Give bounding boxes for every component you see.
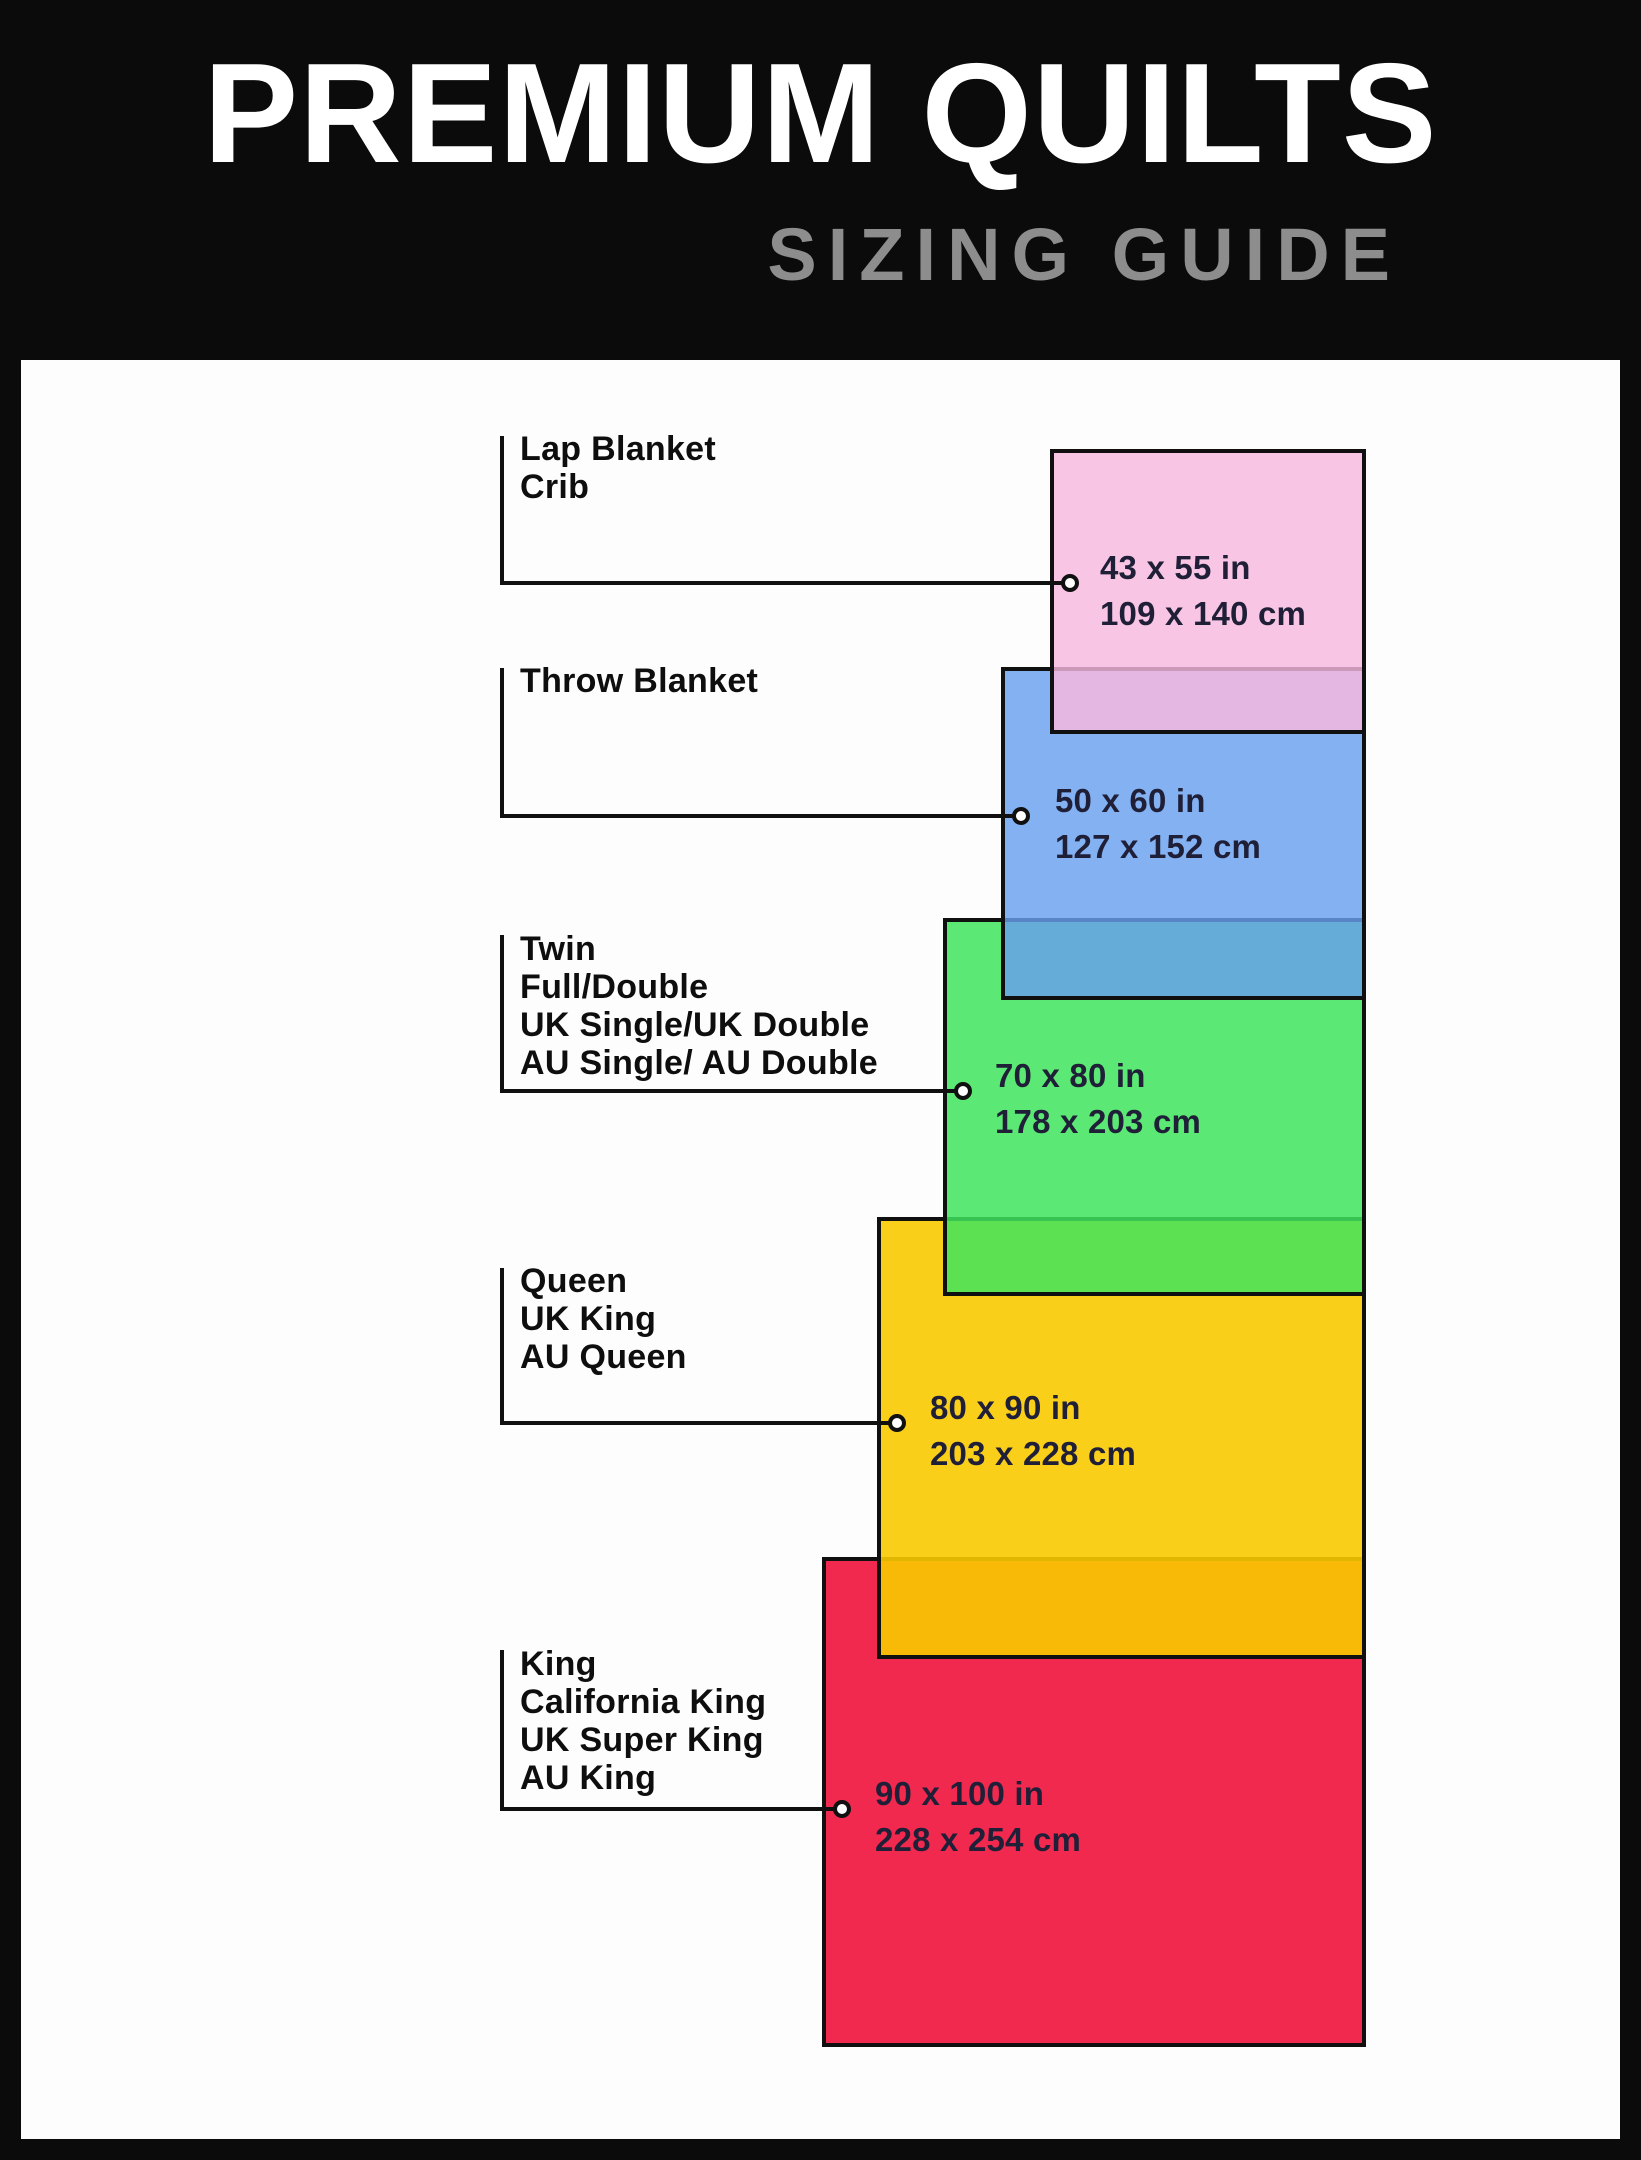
label-line: Throw Blanket [520,662,759,700]
label-line: Crib [520,468,590,506]
page-title: PREMIUM QUILTS [203,34,1438,193]
label-line: Twin [520,930,597,968]
size-dimensions-throw: 50 x 60 in 127 x 152 cm [1055,778,1261,870]
size-label-lap-crib: Lap Blanket Crib [520,430,716,506]
size-dimensions-king: 90 x 100 in 228 x 254 cm [875,1771,1081,1863]
dimension-inches: 90 x 100 in [875,1775,1045,1812]
label-line: California King [520,1683,767,1721]
dimension-cm: 228 x 254 cm [875,1821,1082,1858]
label-line: UK Single/UK Double [520,1006,870,1044]
dimension-cm: 178 x 203 cm [995,1103,1202,1140]
page-subtitle: SIZING GUIDE [767,213,1401,296]
label-line: Full/Double [520,968,709,1006]
connector-line-twin [500,935,963,1093]
connector-line-throw [500,668,1021,818]
label-line: King [520,1645,597,1683]
content-panel [21,360,1620,2139]
size-label-queen: Queen UK King AU Queen [520,1262,687,1376]
label-line: AU Single/ AU Double [520,1044,878,1082]
connector-line-queen [500,1268,897,1425]
marker-dot-twin [954,1082,972,1100]
marker-dot-queen [888,1414,906,1432]
label-line: AU King [520,1759,657,1797]
label-line: UK Super King [520,1721,764,1759]
marker-dot-lap-crib [1061,574,1079,592]
dimension-inches: 43 x 55 in [1100,549,1251,586]
size-label-twin: Twin Full/Double UK Single/UK Double AU … [520,930,878,1082]
marker-dot-throw [1012,807,1030,825]
size-label-throw: Throw Blanket [520,662,758,700]
size-dimensions-lap-crib: 43 x 55 in 109 x 140 cm [1100,545,1306,637]
label-line: Queen [520,1262,628,1300]
dimension-inches: 70 x 80 in [995,1057,1146,1094]
size-dimensions-queen: 80 x 90 in 203 x 228 cm [930,1385,1136,1477]
label-line: Lap Blanket [520,430,717,468]
quilt-rect-lap-crib [1050,449,1366,734]
dimension-inches: 50 x 60 in [1055,782,1206,819]
connector-line-lap-crib [500,436,1070,585]
dimension-cm: 203 x 228 cm [930,1435,1137,1472]
label-line: AU Queen [520,1338,687,1376]
connector-line-king [500,1650,842,1811]
dimension-inches: 80 x 90 in [930,1389,1081,1426]
size-dimensions-twin: 70 x 80 in 178 x 203 cm [995,1053,1201,1145]
dimension-cm: 109 x 140 cm [1100,595,1307,632]
size-label-king: King California King UK Super King AU Ki… [520,1645,766,1797]
label-line: UK King [520,1300,657,1338]
marker-dot-king [833,1800,851,1818]
dimension-cm: 127 x 152 cm [1055,828,1262,865]
